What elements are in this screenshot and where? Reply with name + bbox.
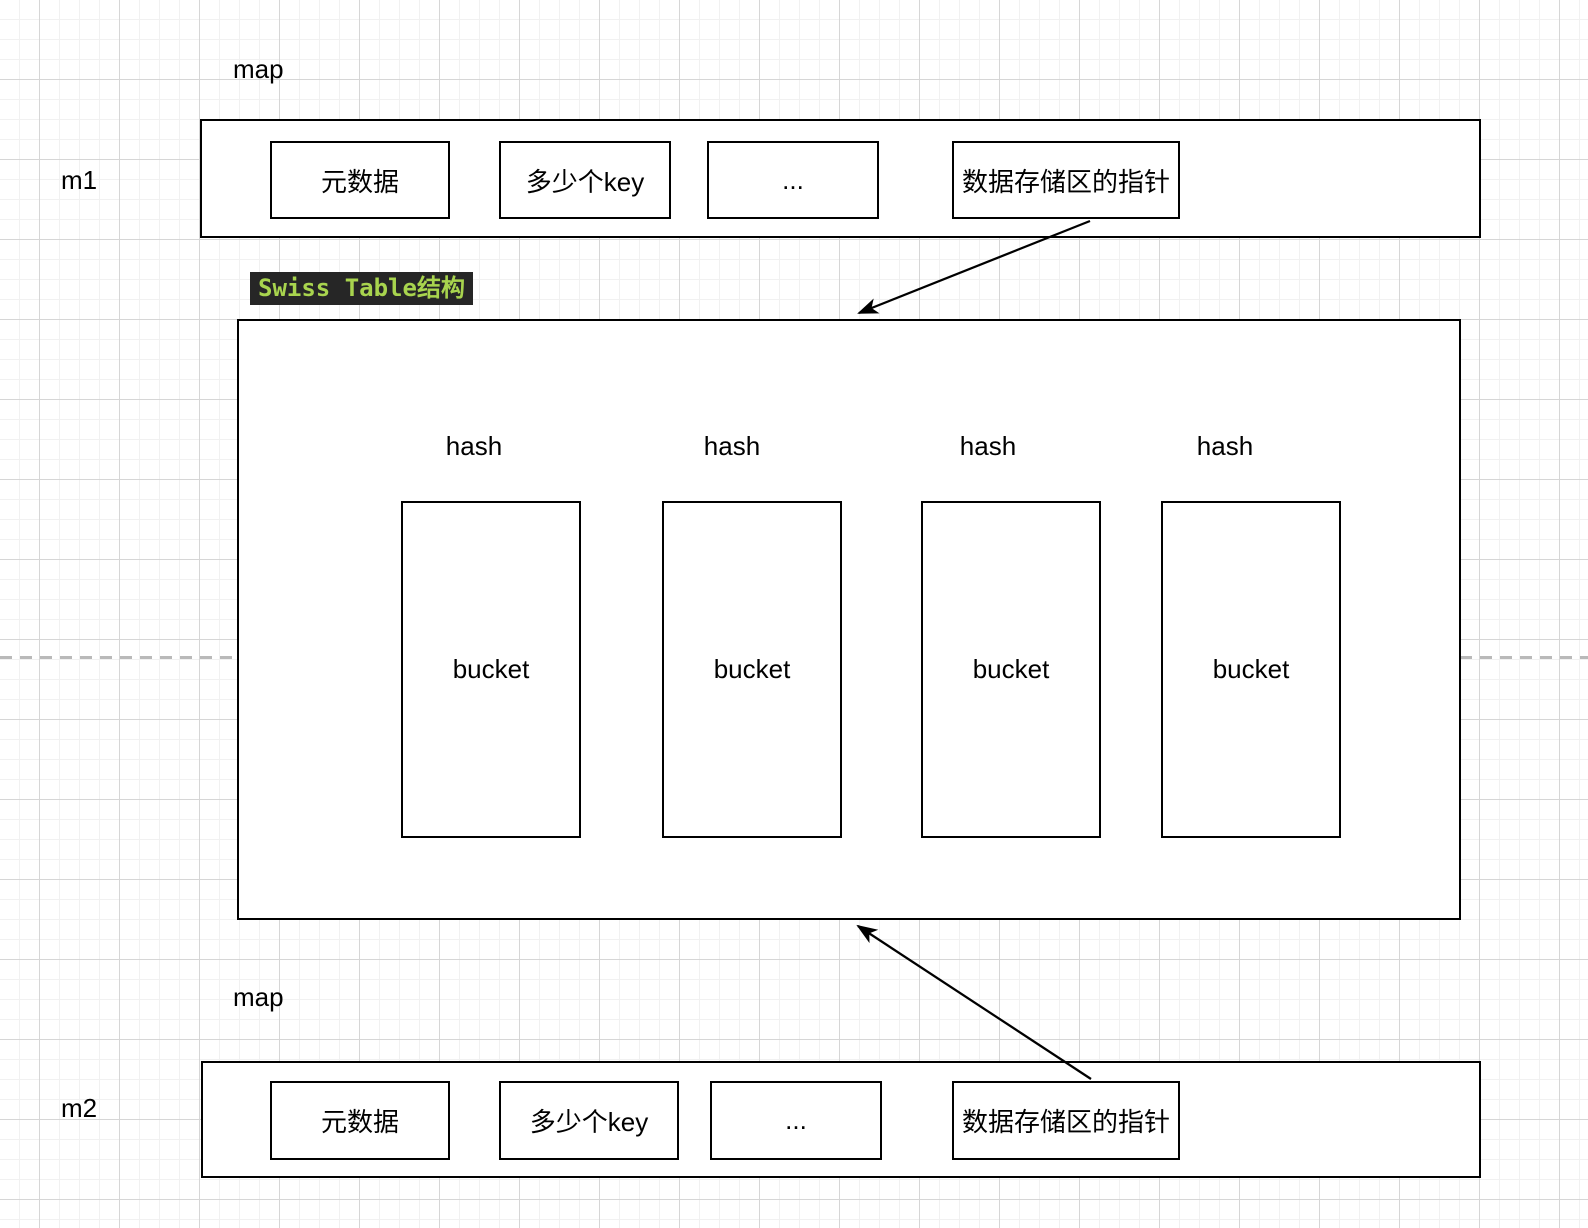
hash-label-3[interactable]: hash bbox=[959, 431, 1017, 461]
m2-map-caption[interactable]: map bbox=[233, 982, 284, 1012]
m1-cell-key-count[interactable]: 多少个key bbox=[499, 141, 671, 219]
arrow-m2-pointer-to-swiss-table[interactable] bbox=[856, 924, 1092, 1080]
arrow-m1-pointer-to-swiss-table[interactable] bbox=[857, 219, 1091, 315]
hash-label-4[interactable]: hash bbox=[1196, 431, 1254, 461]
m2-cell-ellipsis[interactable]: ... bbox=[710, 1081, 882, 1160]
m1-cell-data-pointer[interactable]: 数据存储区的指针 bbox=[952, 141, 1180, 219]
m2-cell-key-count[interactable]: 多少个key bbox=[499, 1081, 679, 1160]
m1-cell-metadata[interactable]: 元数据 bbox=[270, 141, 450, 219]
bucket-box-1[interactable]: bucket bbox=[401, 501, 581, 838]
bucket-box-4[interactable]: bucket bbox=[1161, 501, 1341, 838]
hash-label-1[interactable]: hash bbox=[445, 431, 503, 461]
m1-map-caption[interactable]: map bbox=[233, 54, 284, 84]
m1-cell-ellipsis[interactable]: ... bbox=[707, 141, 879, 219]
bucket-box-2[interactable]: bucket bbox=[662, 501, 842, 838]
m2-cell-data-pointer[interactable]: 数据存储区的指针 bbox=[952, 1081, 1180, 1160]
m2-cell-metadata[interactable]: 元数据 bbox=[270, 1081, 450, 1160]
hash-label-2[interactable]: hash bbox=[703, 431, 761, 461]
swiss-table-title-chip[interactable]: Swiss Table结构 bbox=[250, 272, 473, 305]
bucket-box-3[interactable]: bucket bbox=[921, 501, 1101, 838]
m1-var-label[interactable]: m1 bbox=[60, 165, 98, 195]
m2-var-label[interactable]: m2 bbox=[60, 1093, 98, 1123]
